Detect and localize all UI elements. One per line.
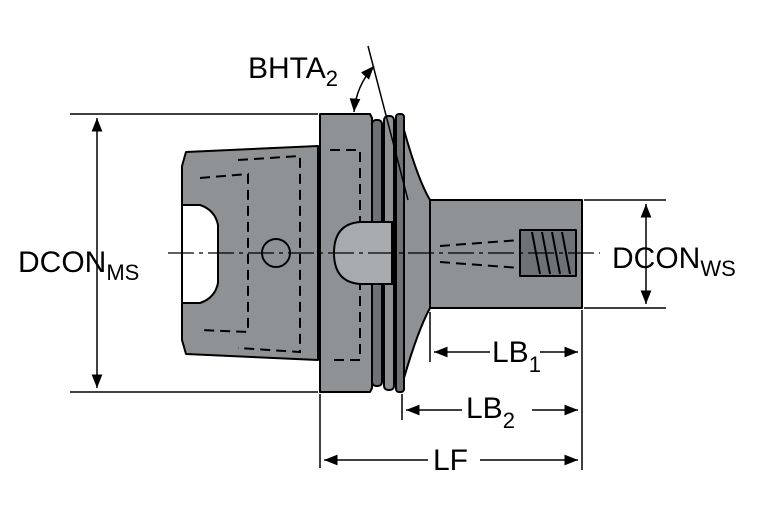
shank-keyway	[181, 204, 219, 304]
lb1-label: LB1	[492, 336, 541, 377]
lb2-label: LB2	[466, 392, 515, 433]
bhta-label: BHTA2	[248, 52, 338, 91]
dcon-ms-label: DCONMS	[18, 246, 139, 285]
bhta-angle-arc	[349, 65, 375, 113]
dimension-lines	[70, 45, 666, 470]
lf-label: LF	[433, 444, 468, 477]
nose-taper	[403, 129, 431, 379]
clamping-bore-body	[429, 199, 583, 309]
dcon-ws-label: DCONWS	[612, 242, 736, 281]
